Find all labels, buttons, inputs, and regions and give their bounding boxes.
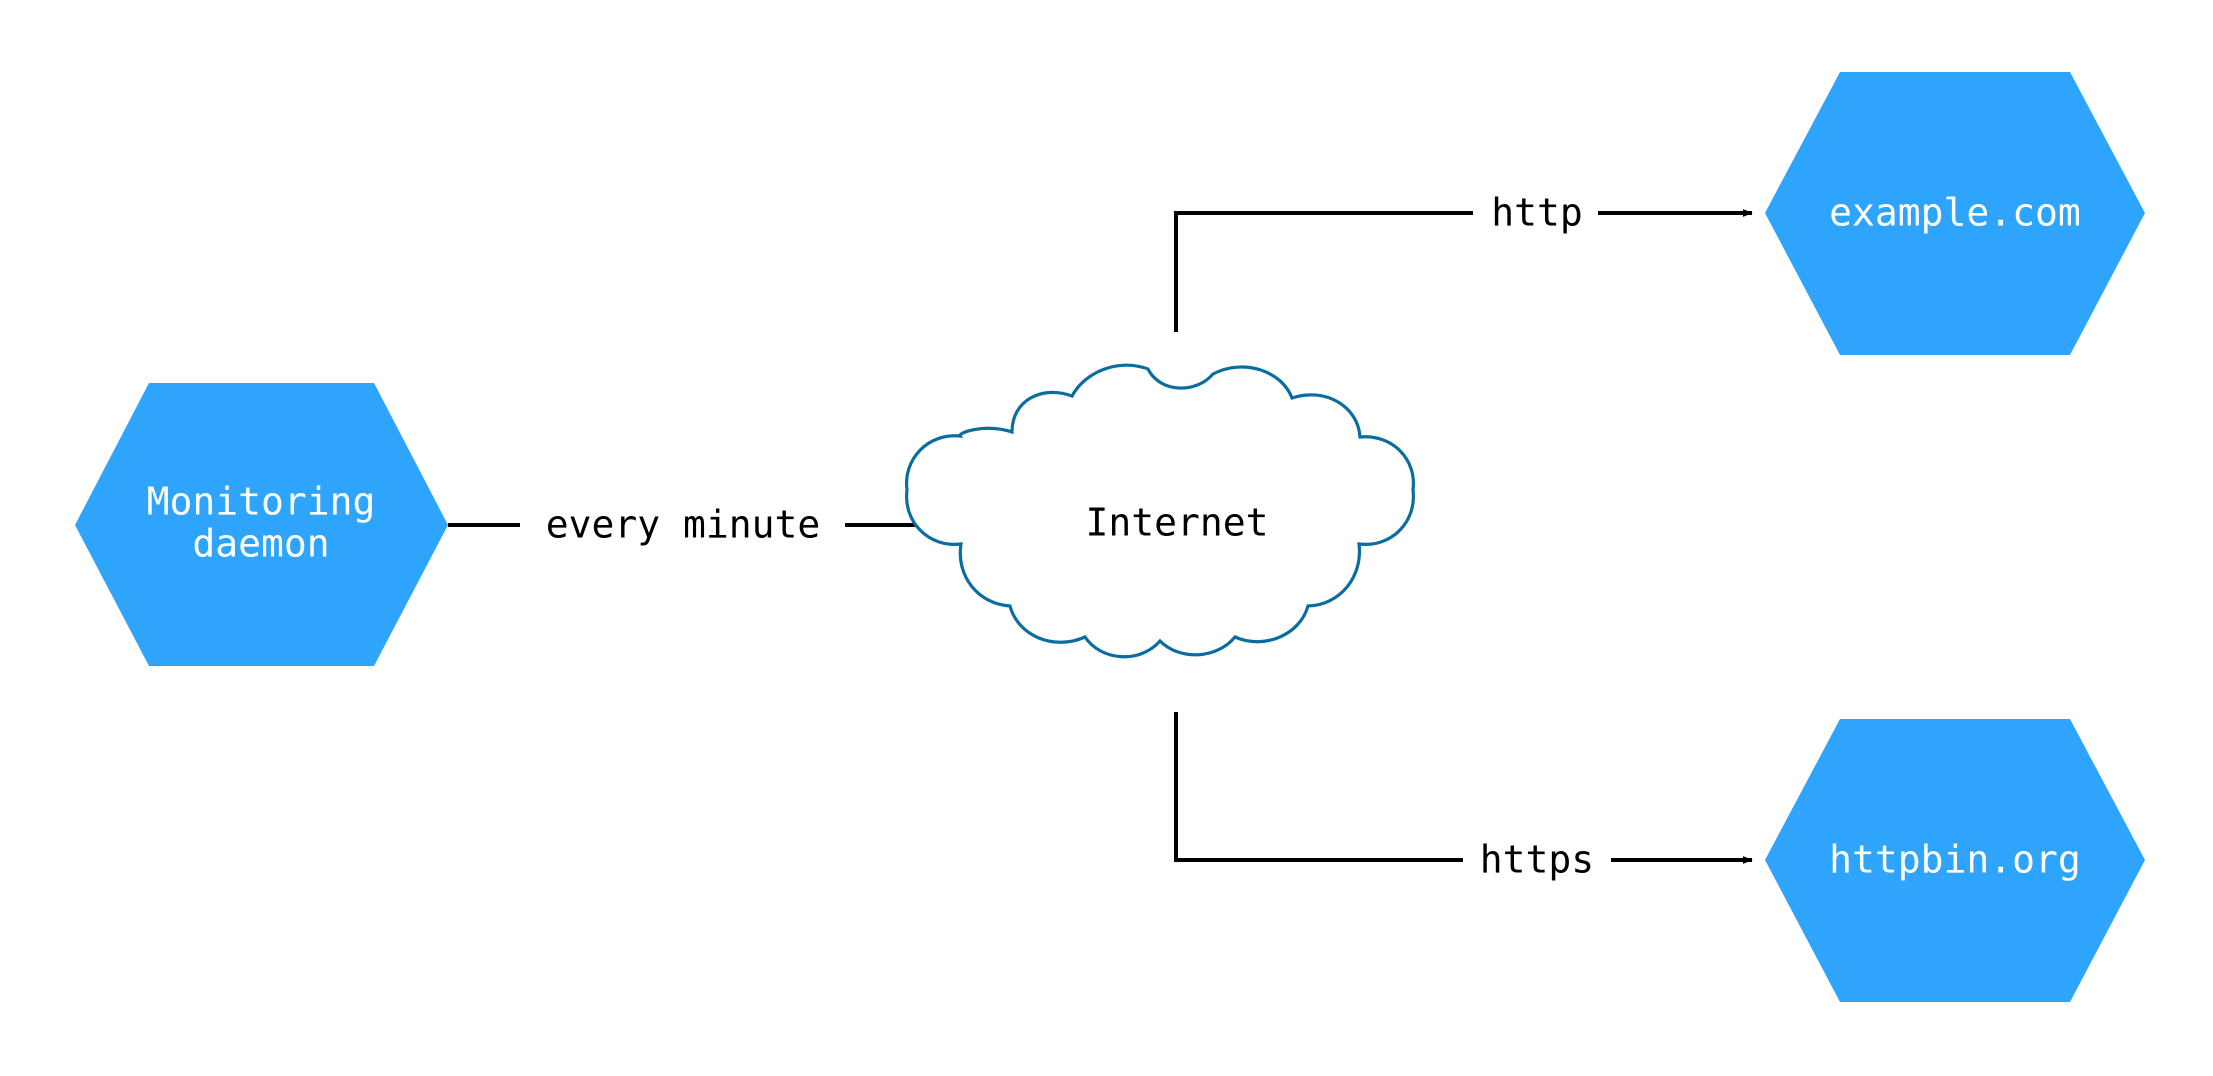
edge-internet-httpbin: https [1174,712,1753,882]
node-example-com[interactable]: example.com [1765,72,2145,355]
edge-internet-example: http [1174,191,1753,332]
node-httpbin-org[interactable]: httpbin.org [1765,719,2145,1002]
internet-cloud-shape[interactable] [905,363,1415,659]
edge-daemon-internet: every minute [448,503,929,547]
internet-label: Internet [1085,501,1268,545]
example-com-label: example.com [1829,191,2081,235]
httpbin-org-hexagon-shape[interactable] [1765,719,2145,1002]
edge-label-https: https [1480,838,1594,882]
edge-label-every-minute: every minute [546,503,821,547]
edge-internet-httpbin-segment-left [1174,712,1463,862]
monitoring-daemon-label-line2: daemon [192,522,329,566]
edge-label-http: http [1491,191,1583,235]
monitoring-daemon-hexagon-shape[interactable] [75,383,448,666]
node-monitoring-daemon[interactable]: Monitoring daemon [75,383,448,666]
node-internet[interactable]: Internet [905,363,1415,659]
monitoring-daemon-label-line1: Monitoring [147,480,376,524]
httpbin-org-label: httpbin.org [1829,838,2081,882]
edge-internet-example-segment-left [1174,211,1473,332]
example-com-hexagon-shape[interactable] [1765,72,2145,355]
